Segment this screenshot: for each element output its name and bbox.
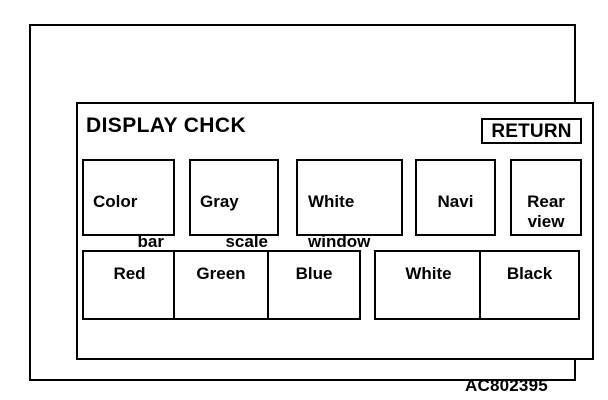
monochrome-button-group: White Black: [374, 250, 582, 320]
button-green[interactable]: Green: [173, 250, 269, 320]
button-blue-label: Blue: [295, 264, 333, 283]
button-red-label: Red: [113, 264, 146, 283]
button-white-label: White: [405, 264, 452, 283]
button-white-window[interactable]: White window: [296, 159, 403, 251]
button-rear-view-line1: Rear: [527, 192, 565, 212]
button-navi-label: Navi: [417, 172, 494, 212]
button-rear-view-line2: view: [527, 212, 565, 232]
rgb-button-group: Red Green Blue: [82, 250, 363, 320]
return-button-label: RETURN: [491, 120, 572, 142]
button-rear-view[interactable]: Rear view: [510, 159, 582, 236]
button-black[interactable]: Black: [479, 250, 580, 320]
button-gray-scale-line2: scale: [225, 232, 268, 252]
button-green-label: Green: [196, 264, 246, 283]
page-title: DISPLAY CHCK: [86, 114, 247, 137]
button-red[interactable]: Red: [82, 250, 177, 320]
figure-code: AC802395: [465, 376, 548, 395]
button-white-window-line2: window: [308, 232, 371, 252]
return-button[interactable]: RETURN: [481, 118, 582, 144]
button-color-bar-label: Color bar: [84, 172, 173, 272]
button-color-bar[interactable]: Color bar: [82, 159, 175, 251]
button-white-window-line1: White: [308, 192, 355, 212]
button-navi[interactable]: Navi: [415, 159, 496, 236]
button-white[interactable]: White: [374, 250, 483, 320]
illustration-frame: DISPLAY CHCK RETURN Color bar Gray scale: [29, 24, 594, 395]
button-black-label: Black: [506, 264, 553, 283]
button-color-bar-line2: bar: [137, 232, 164, 252]
button-color-bar-line1: Color: [93, 192, 138, 212]
display-check-panel: DISPLAY CHCK RETURN Color bar Gray scale: [76, 102, 594, 360]
button-gray-scale-label: Gray scale: [191, 172, 277, 272]
button-white-window-label: White window: [298, 172, 401, 272]
button-gray-scale-line1: Gray: [200, 192, 239, 212]
button-rear-view-label: Rear view: [512, 172, 580, 232]
button-navi-line1: Navi: [437, 192, 474, 212]
button-gray-scale[interactable]: Gray scale: [189, 159, 279, 251]
button-blue[interactable]: Blue: [267, 250, 361, 320]
